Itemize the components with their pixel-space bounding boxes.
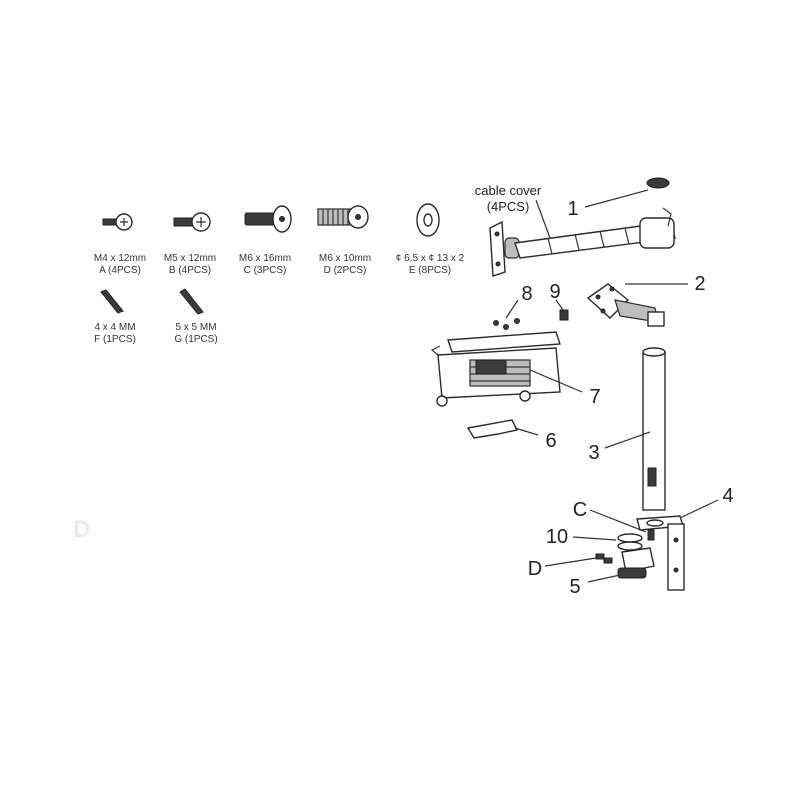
callout-10: 10: [546, 526, 568, 548]
part-4-base-icon: [636, 515, 685, 591]
part-3-pole-icon: [642, 347, 666, 511]
allen-key-f-icon: [100, 289, 124, 314]
screw-a-icon: [102, 213, 133, 231]
screw-c-placed-icon: [647, 529, 655, 541]
hw-a-qty: A (4PCS): [99, 265, 141, 276]
part-9-screw-icon: [559, 309, 569, 321]
callout-2: 2: [694, 273, 705, 295]
screw-d-placed-icon: [595, 553, 613, 564]
cable-cover-label: cable cover: [475, 183, 542, 198]
callout-6: 6: [545, 430, 556, 452]
hw-e-qty: E (8PCS): [409, 265, 451, 276]
callout-9: 9: [549, 281, 560, 303]
part-7-laptop-tray-icon: [430, 331, 561, 407]
hw-c-qty: C (3PCS): [244, 265, 287, 276]
cable-cover-qty: (4PCS): [487, 199, 530, 214]
hw-d-qty: D (2PCS): [324, 265, 367, 276]
callout-5: 5: [569, 576, 580, 598]
callout-3: 3: [588, 442, 599, 464]
part-6-bracket-icon: [466, 419, 519, 439]
washer-e-icon: [416, 203, 440, 237]
hw-e-spec: ¢ 6.5 x ¢ 13 x 2: [396, 253, 465, 264]
hw-g-spec: 5 x 5 MM: [175, 322, 216, 333]
screw-c-icon: [244, 205, 292, 233]
callout-c: C: [573, 499, 587, 521]
hw-g-qty: G (1PCS): [174, 334, 217, 345]
hw-c-spec: M6 x 16mm: [239, 253, 291, 264]
part-1-arm-icon: [489, 177, 676, 277]
hw-b-spec: M5 x 12mm: [164, 253, 216, 264]
screw-d-icon: [317, 205, 369, 229]
callout-4: 4: [722, 485, 733, 507]
part-10-washers-icon: [617, 533, 643, 551]
callout-7: 7: [589, 386, 600, 408]
hw-f-spec: 4 x 4 MM: [94, 322, 135, 333]
watermark: D: [73, 516, 90, 543]
callout-8: 8: [521, 283, 532, 305]
allen-key-g-icon: [179, 288, 204, 315]
part-2-arm-icon: [586, 283, 688, 327]
hw-f-qty: F (1PCS): [94, 334, 136, 345]
part-8-screws-icon: [493, 318, 520, 330]
callout-d: D: [528, 558, 542, 580]
hw-b-qty: B (4PCS): [169, 265, 211, 276]
hw-d-spec: M6 x 10mm: [319, 253, 371, 264]
part-5-clamp-icon: [617, 547, 655, 579]
callout-1: 1: [567, 198, 578, 220]
hw-a-spec: M4 x 12mm: [94, 253, 146, 264]
screw-b-icon: [173, 212, 211, 232]
